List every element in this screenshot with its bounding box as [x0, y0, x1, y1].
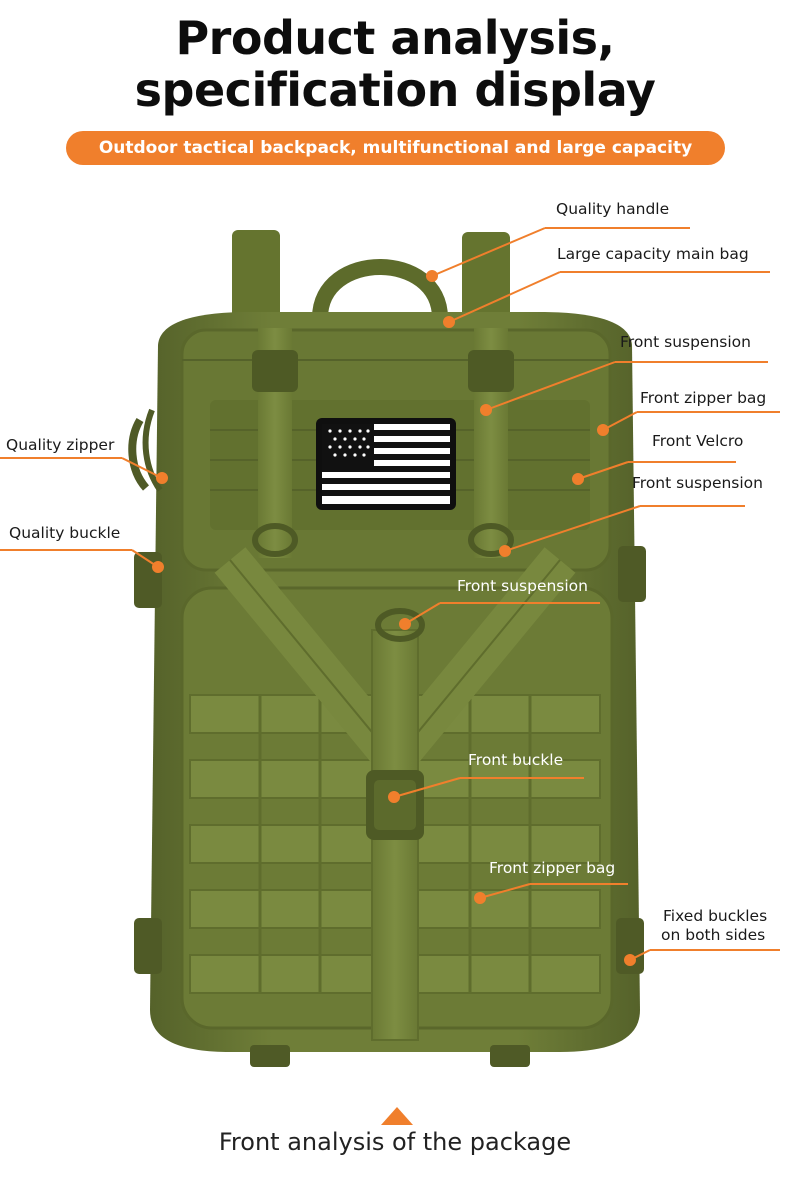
- callout-lines: [0, 227, 780, 966]
- label-front-buckle: Front buckle: [468, 751, 564, 769]
- label-front-suspension-3: Front suspension: [457, 577, 588, 595]
- label-fixed-buckles-line-1: Fixed buckles: [663, 907, 768, 925]
- page-title-line-1: Product analysis,: [175, 11, 615, 65]
- caption: Front analysis of the package: [218, 1128, 572, 1156]
- page-title-line-2: specification display: [134, 63, 656, 117]
- subtitle-banner: Outdoor tactical backpack, multifunction…: [66, 131, 725, 165]
- label-front-suspension-2: Front suspension: [632, 474, 763, 492]
- left-top-buckle: [252, 350, 298, 392]
- label-front-zipper-bag-1: Front zipper bag: [640, 389, 767, 407]
- right-top-buckle: [468, 350, 514, 392]
- label-quality-handle: Quality handle: [556, 200, 670, 218]
- handle: [312, 259, 448, 326]
- label-quality-buckle: Quality buckle: [9, 524, 121, 542]
- label-front-suspension-1: Front suspension: [620, 333, 751, 351]
- label-front-velcro: Front Velcro: [652, 432, 744, 450]
- label-large-capacity-main-bag: Large capacity main bag: [557, 245, 749, 263]
- right-side-buckle: [618, 546, 646, 602]
- label-quality-zipper: Quality zipper: [6, 436, 115, 454]
- label-fixed-buckles-line-2: on both sides: [661, 926, 766, 944]
- label-front-zipper-bag-2: Front zipper bag: [489, 859, 616, 877]
- caption-arrow-icon: [381, 1107, 413, 1125]
